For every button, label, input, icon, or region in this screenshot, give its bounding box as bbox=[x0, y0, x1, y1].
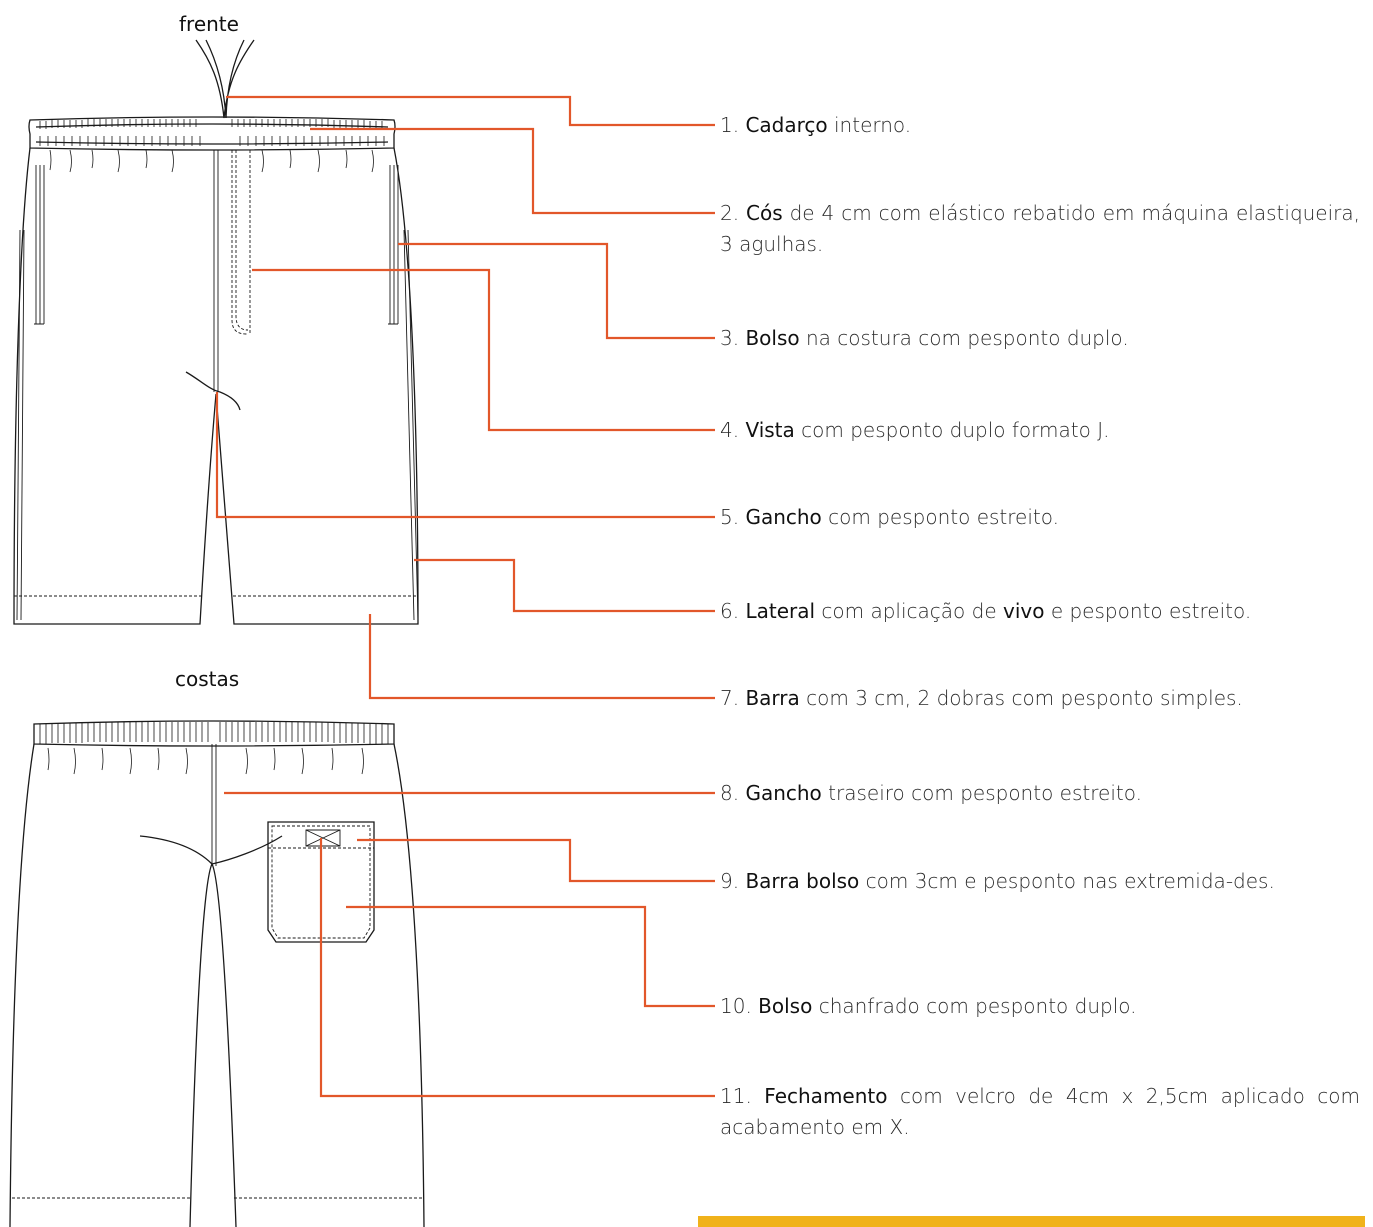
bottom-accent-bar bbox=[698, 1216, 1365, 1227]
leader-lines bbox=[215, 95, 715, 1098]
leader-2 bbox=[310, 127, 715, 215]
front-pocket-right bbox=[388, 165, 399, 325]
note-2: 2. Cós de 4 cm com elástico rebatido em … bbox=[720, 201, 1361, 256]
back-body-outline bbox=[9, 743, 425, 1227]
front-fly-stitch bbox=[231, 150, 251, 335]
note-6: 6. Lateral com aplicação de vivo e pespo… bbox=[720, 599, 1252, 623]
view-title-back: costas bbox=[175, 667, 240, 691]
leader-10 bbox=[346, 905, 715, 1008]
back-pocket bbox=[267, 821, 375, 943]
back-shorts-drawing bbox=[9, 720, 425, 1227]
front-waistband-gathers bbox=[39, 119, 385, 146]
leader-3 bbox=[398, 242, 715, 340]
back-crotch-seam bbox=[211, 744, 217, 866]
front-body-outline bbox=[13, 147, 419, 625]
leader-6 bbox=[414, 558, 715, 613]
note-4: 4. Vista com pesponto duplo formato J. bbox=[720, 418, 1110, 442]
front-side-piping bbox=[16, 229, 419, 621]
front-crotch-seam bbox=[213, 150, 219, 392]
view-title-front: frente bbox=[179, 12, 239, 36]
note-10: 10. Bolso chanfrado com pesponto duplo. bbox=[720, 994, 1137, 1018]
leader-5 bbox=[215, 392, 715, 519]
leader-4 bbox=[252, 268, 715, 432]
leader-9 bbox=[357, 838, 715, 883]
leader-11 bbox=[319, 838, 715, 1098]
note-5: 5. Gancho com pesponto estreito. bbox=[720, 505, 1059, 529]
front-shorts-drawing bbox=[13, 39, 419, 625]
note-8: 8. Gancho traseiro com pesponto estreito… bbox=[720, 781, 1142, 805]
front-pocket-left bbox=[34, 165, 45, 325]
front-drawstring bbox=[195, 39, 255, 119]
note-3: 3. Bolso na costura com pesponto duplo. bbox=[720, 326, 1129, 350]
leader-1 bbox=[226, 95, 715, 127]
velcro-x bbox=[305, 829, 341, 847]
note-9: 9. Barra bolso com 3cm e pesponto nas ex… bbox=[720, 869, 1275, 893]
note-11: 11. Fechamento com velcro de 4cm x 2,5cm… bbox=[720, 1084, 1361, 1139]
leader-7 bbox=[368, 614, 715, 700]
note-7: 7. Barra com 3 cm, 2 dobras com pesponto… bbox=[720, 686, 1243, 710]
note-1: 1. Cadarço interno. bbox=[720, 113, 912, 137]
